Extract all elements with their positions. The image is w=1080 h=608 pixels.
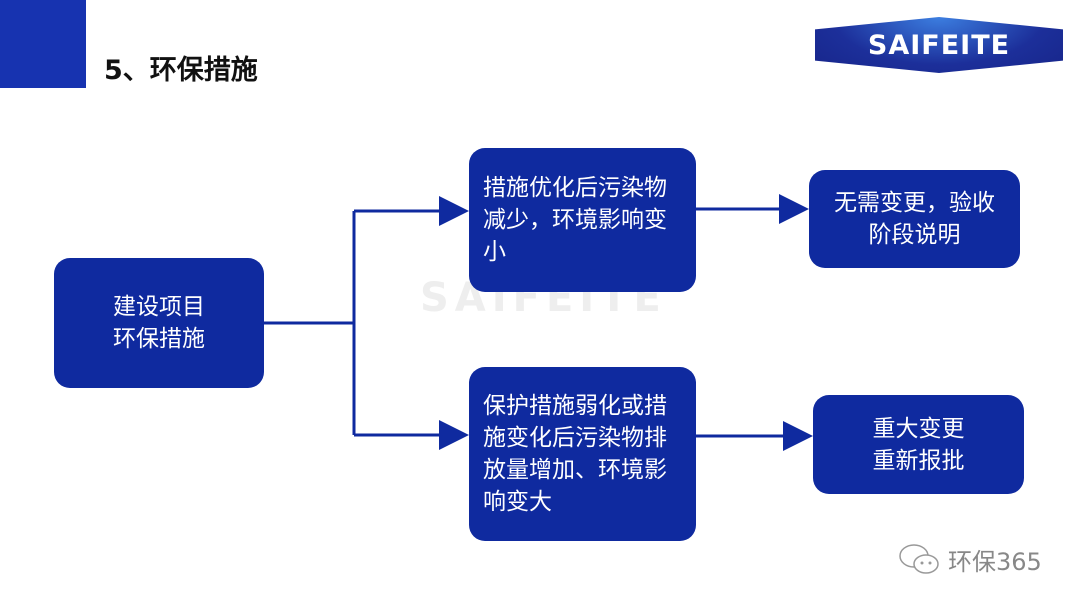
corner-accent [0,0,86,88]
wechat-icon [899,543,939,574]
root-node: 建设项目环保措施 [54,258,264,388]
bottom-branch-node: 保护措施弱化或措施变化后污染物排放量增加、环境影响变大 [469,367,696,541]
result-line-1: 重大变更 [872,415,965,442]
saifeite-logo: SAIFEITE [815,17,1063,73]
wechat-watermark: 环保365 [898,542,1042,577]
wechat-account-label: 环保365 [948,548,1042,576]
page-title: 5、环保措施 [104,55,258,86]
root-line-1: 建设项目 [113,294,205,320]
result-line-2: 重新报批 [872,447,965,474]
root-line-2: 环保措施 [113,326,205,352]
top-result-node: 无需变更，验收阶段说明 [809,170,1020,268]
top-branch-node: 措施优化后污染物减少，环境影响变小 [469,148,696,292]
bottom-result-node: 重大变更重新报批 [813,395,1024,494]
